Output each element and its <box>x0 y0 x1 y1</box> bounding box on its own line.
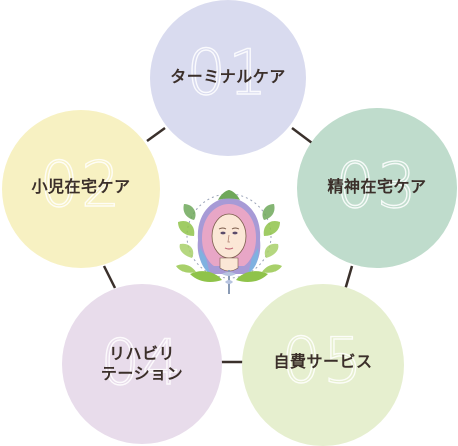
node-number: 02 <box>39 148 123 221</box>
node-self-pay-services[interactable]: 05 自費サービス <box>242 284 404 446</box>
goddess-emblem-icon <box>176 190 282 294</box>
node-label: 小児在宅ケア <box>31 177 131 196</box>
node-number: 05 <box>281 324 365 397</box>
node-terminal-care[interactable]: 01 ターミナルケア <box>150 0 306 156</box>
connector-02-04 <box>102 265 117 289</box>
node-psychiatric-home-care[interactable]: 03 精神在宅ケア <box>297 108 457 268</box>
node-rehabilitation[interactable]: 04 リハビリ テーション <box>62 284 222 444</box>
connector-01-03 <box>291 127 313 144</box>
connector-03-05 <box>343 265 354 291</box>
node-label: ターミナルケア <box>170 67 286 86</box>
node-label: リハビリ テーション <box>100 344 184 383</box>
node-label: 自費サービス <box>273 352 373 371</box>
node-pediatric-home-care[interactable]: 02 小児在宅ケア <box>2 110 160 268</box>
node-number: 04 <box>100 326 184 399</box>
node-number: 01 <box>186 36 270 109</box>
connector-01-02 <box>146 126 166 143</box>
node-number: 03 <box>335 149 419 222</box>
node-label: 精神在宅ケア <box>327 177 427 196</box>
